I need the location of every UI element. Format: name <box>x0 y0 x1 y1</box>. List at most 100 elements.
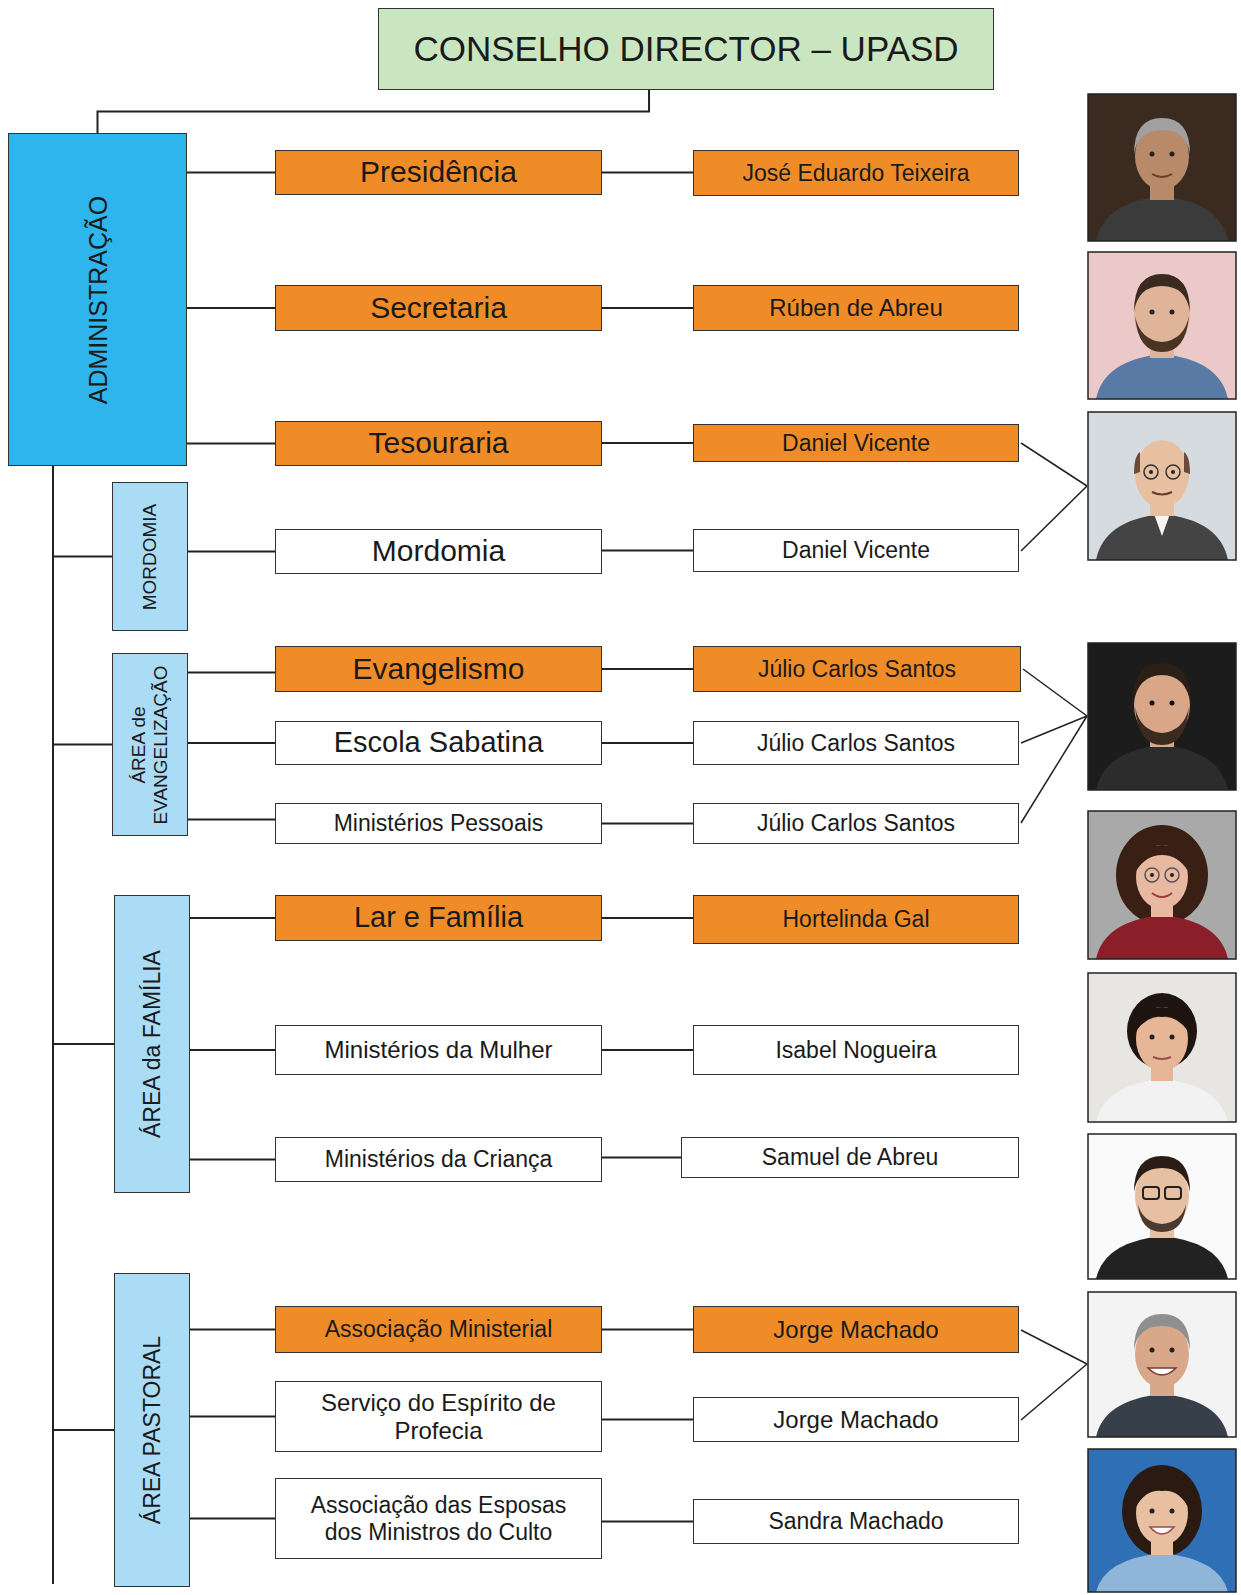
portrait-part <box>1170 1035 1175 1040</box>
node-text: Ministérios da Criança <box>282 1146 595 1172</box>
connector-line <box>188 742 275 744</box>
portrait-part <box>1096 1079 1228 1122</box>
node-text: ÁREA PASTORAL <box>139 1279 165 1581</box>
portrait-part <box>1021 1330 1087 1364</box>
node-text: Presidência <box>282 155 595 190</box>
connector-line <box>602 1521 693 1523</box>
portrait-part <box>1152 492 1172 495</box>
portrait-photo <box>1088 811 1236 959</box>
portrait-part <box>1023 669 1087 716</box>
connector-line <box>602 1419 693 1421</box>
connector-line <box>602 442 693 444</box>
portrait-part <box>1135 316 1189 352</box>
title-box: CONSELHO DIRECTOR – UPASD <box>378 8 994 90</box>
connector-line <box>190 917 275 919</box>
portrait-part <box>1170 701 1175 706</box>
connector-line <box>53 466 112 745</box>
portrait-part <box>1088 1134 1236 1279</box>
portrait-part <box>1166 465 1180 479</box>
portrait-part <box>1096 1553 1228 1592</box>
connector-line <box>602 172 693 174</box>
portrait-part <box>1148 1368 1176 1375</box>
portrait-part <box>1153 1057 1171 1059</box>
portrait-part <box>1021 443 1087 486</box>
connector-line <box>188 551 275 553</box>
portrait-part <box>1152 174 1172 177</box>
department-box: Ministérios Pessoais <box>275 803 602 844</box>
node-text: Escola Sabatina <box>282 726 595 759</box>
portrait-part <box>1136 1007 1188 1031</box>
node-text: Serviço do Espírito de Profecia <box>282 1389 595 1444</box>
connector-line <box>602 550 693 552</box>
department-box: Associação das Esposas dos Ministros do … <box>275 1478 602 1559</box>
department-box: Ministérios da Criança <box>275 1137 602 1182</box>
person-box: Júlio Carlos Santos <box>693 721 1019 765</box>
area-box: MORDOMIA <box>112 482 188 631</box>
department-box: Ministérios da Mulher <box>275 1025 602 1075</box>
node-text: Samuel de Abreu <box>688 1144 1012 1170</box>
portrait-part <box>1143 1187 1159 1199</box>
portrait-part <box>1150 701 1155 706</box>
area-box: ÁREA de EVANGELIZAÇÃO <box>112 653 188 836</box>
node-text: Jorge Machado <box>700 1406 1012 1434</box>
connector-line <box>190 1049 275 1051</box>
area-box: ÁREA PASTORAL <box>114 1273 190 1587</box>
portrait-part <box>1088 1292 1236 1437</box>
portrait-part <box>1136 1007 1188 1071</box>
portrait-photo <box>1088 1449 1236 1592</box>
portrait-part <box>1096 1236 1228 1279</box>
node-text: CONSELHO DIRECTOR – UPASD <box>385 29 987 69</box>
portrait-part <box>1116 825 1208 925</box>
trunk-line <box>52 1420 54 1584</box>
portrait-part <box>1096 745 1228 790</box>
node-text: MORDOMIA <box>139 488 161 625</box>
portrait-part <box>1165 1187 1181 1199</box>
portrait-part <box>1170 310 1175 315</box>
person-box: Jorge Machado <box>693 1397 1019 1442</box>
portrait-part <box>1021 716 1087 823</box>
portrait-part <box>1134 118 1190 154</box>
portrait-part <box>1134 1314 1190 1350</box>
portrait-part <box>1096 915 1228 959</box>
node-text: Daniel Vicente <box>700 430 1012 456</box>
portrait-part <box>1184 452 1190 474</box>
portrait-part <box>1088 1292 1236 1437</box>
portrait-part <box>1149 470 1153 474</box>
node-text: Júlio Carlos Santos <box>700 730 1012 756</box>
connector-line <box>602 1049 693 1051</box>
node-text: Mordomia <box>282 534 595 569</box>
node-text: ADMINISTRAÇÃO <box>83 139 112 460</box>
person-box: Daniel Vicente <box>693 424 1019 462</box>
portrait-photo <box>1088 94 1236 241</box>
person-box: Isabel Nogueira <box>693 1025 1019 1075</box>
portrait-part <box>1088 1449 1236 1592</box>
node-text: Lar e Família <box>282 901 595 934</box>
portrait-part <box>1135 440 1189 508</box>
area-box: ÁREA da FAMÍLIA <box>114 895 190 1193</box>
person-box: Jorge Machado <box>693 1306 1019 1353</box>
node-text: Hortelinda Gal <box>700 906 1012 932</box>
node-text: Evangelismo <box>282 652 595 687</box>
connector-line <box>602 917 693 919</box>
department-box: Presidência <box>275 150 602 195</box>
portrait-photo <box>1088 252 1236 399</box>
connector-line <box>602 742 693 744</box>
portrait-part <box>1150 152 1155 157</box>
admin-box: ADMINISTRAÇÃO <box>8 133 187 466</box>
node-text: Ministérios da Mulher <box>282 1036 595 1064</box>
node-text: Associação Ministerial <box>282 1316 595 1342</box>
portrait-part <box>1138 1204 1186 1232</box>
department-box: Evangelismo <box>275 646 602 692</box>
portrait-part <box>1152 893 1172 897</box>
connector-line <box>602 307 693 309</box>
node-text: ÁREA de EVANGELIZAÇÃO <box>128 659 172 830</box>
node-text: Sandra Machado <box>700 1508 1012 1534</box>
portrait-part <box>1170 152 1175 157</box>
department-box: Associação Ministerial <box>275 1306 602 1353</box>
portrait-part <box>1171 470 1175 474</box>
department-box: Secretaria <box>275 285 602 331</box>
portrait-part <box>1088 94 1236 241</box>
portrait-part <box>1170 1348 1175 1353</box>
connector-line <box>602 1157 681 1159</box>
node-text: Ministérios Pessoais <box>282 810 595 836</box>
